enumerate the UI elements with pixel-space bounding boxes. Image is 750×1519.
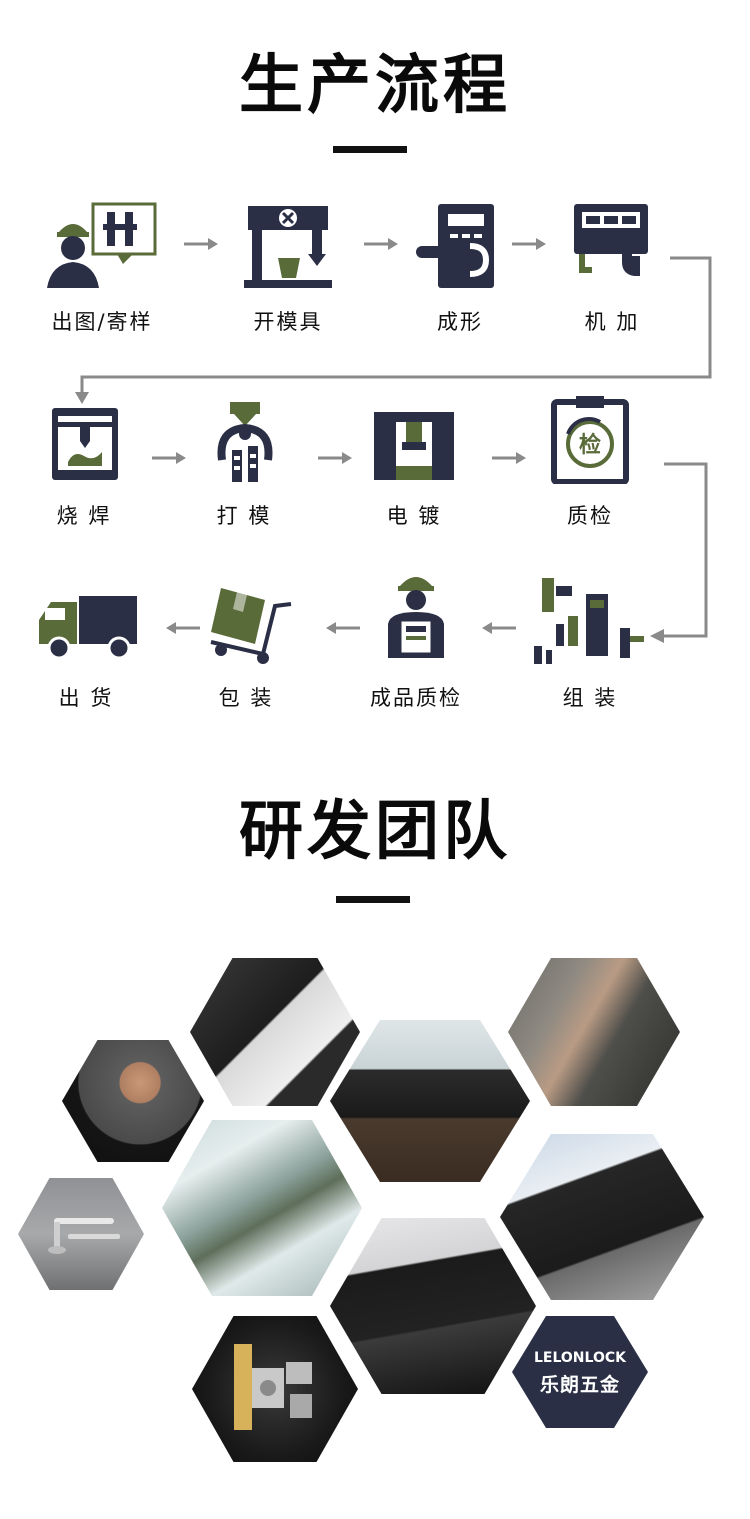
- step-label: 质检: [567, 504, 613, 528]
- step-label: 包 装: [218, 686, 274, 710]
- hex-photo-engineer-portrait: [62, 1040, 204, 1162]
- step-label: 成品质检: [370, 686, 462, 710]
- arrow-right-icon: [318, 452, 352, 464]
- row-connector-2: [650, 462, 708, 643]
- hex-photo-lock-parts: [192, 1316, 358, 1462]
- hex-photo-meeting-room: [330, 1020, 530, 1182]
- brand-logo-en: LELONLOCK: [534, 1350, 626, 1366]
- electroplating-icon: [374, 412, 454, 480]
- production-title-underline: [333, 146, 407, 153]
- step-mold: 开模具: [218, 198, 358, 338]
- assembly-icon: [534, 578, 644, 664]
- step-final-inspection: 成品质检: [346, 566, 486, 716]
- packaging-cart-icon: [210, 588, 292, 664]
- lock-parts-icon: [234, 1344, 312, 1430]
- designer-drawing-icon: [47, 202, 157, 288]
- step-design: 出图/寄样: [32, 198, 172, 338]
- inspection-icon: 检: [551, 396, 629, 484]
- final-inspection-icon: [388, 577, 444, 658]
- row-connector-1: [75, 256, 712, 404]
- hex-photo-office-desks: [500, 1134, 704, 1300]
- inspect-badge-text: 检: [579, 432, 601, 458]
- team-title: 研发团队: [239, 795, 511, 869]
- production-title: 生产流程: [239, 49, 511, 123]
- delivery-truck-icon: [39, 596, 137, 660]
- drill-press-icon: [244, 206, 332, 288]
- step-label: 电 镀: [386, 504, 442, 528]
- step-electroplating: 电 镀: [344, 404, 484, 534]
- step-forming: 成形: [390, 198, 530, 338]
- door-handle-icon: [48, 1218, 120, 1254]
- step-die-casting: 打 模: [174, 400, 314, 534]
- welding-printer-icon: [52, 408, 118, 480]
- step-label: 烧 焊: [56, 504, 112, 528]
- step-label: 打 模: [216, 504, 272, 528]
- hex-photo-team-drawing: [190, 958, 360, 1106]
- step-label: 机 加: [584, 310, 640, 334]
- step-label: 成形: [437, 310, 483, 334]
- step-label: 出图/寄样: [51, 310, 153, 334]
- hex-photo-door-handles: [18, 1178, 144, 1290]
- step-machining: 机 加: [542, 198, 682, 338]
- step-label: 出 货: [58, 686, 114, 710]
- forming-machine-icon: [416, 204, 494, 288]
- hex-photo-workshop-hands: [508, 958, 680, 1106]
- step-welding: 烧 焊: [14, 404, 154, 534]
- step-packaging: 包 装: [176, 578, 316, 716]
- arrow-left-icon: [326, 622, 360, 634]
- step-label: 开模具: [253, 310, 323, 334]
- step-inspection: 检 质检: [520, 394, 660, 534]
- arrow-left-icon: [482, 622, 516, 634]
- arrow-right-icon: [184, 238, 218, 250]
- hex-photo-team-laptop: [330, 1218, 536, 1394]
- step-assembly: 组 装: [520, 570, 660, 716]
- arrow-left-icon: [166, 622, 200, 634]
- die-casting-icon: [217, 402, 273, 482]
- hex-brand-logo: LELONLOCK 乐朗五金: [512, 1316, 648, 1428]
- arrow-right-icon: [492, 452, 526, 464]
- arrow-right-icon: [512, 238, 546, 250]
- step-delivery: 出 货: [16, 588, 156, 716]
- hex-photo-blueprint-review: [162, 1120, 362, 1296]
- arrow-right-icon: [364, 238, 398, 250]
- team-title-underline: [336, 896, 410, 903]
- arrow-right-icon: [152, 452, 186, 464]
- brand-logo-cn: 乐朗五金: [539, 1374, 620, 1396]
- step-label: 组 装: [562, 686, 618, 710]
- machining-icon: [574, 204, 648, 276]
